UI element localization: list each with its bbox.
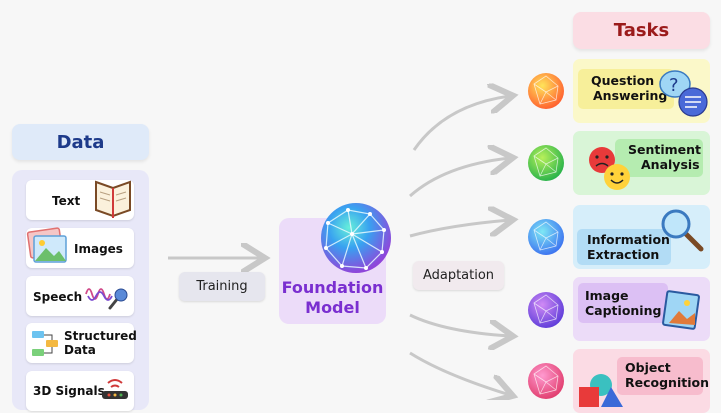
task-sphere-4 (528, 292, 564, 328)
task-sphere-2 (528, 145, 564, 181)
data-label-text: Text (52, 194, 81, 208)
data-header: Data (12, 124, 149, 160)
training-label: Training (179, 272, 265, 301)
foundation-model-line2: Model (305, 298, 360, 317)
foundation-model-line1: Foundation (281, 278, 384, 297)
task-card-information-extraction: Information Extraction (573, 205, 710, 269)
task-label-sa-2: Analysis (641, 157, 700, 172)
task-card-sentiment-analysis: Sentiment Analysis (573, 131, 710, 195)
tasks-header: Tasks (573, 12, 710, 49)
svg-text:?: ? (669, 75, 679, 96)
data-label-structured: Structured Data (64, 329, 137, 357)
adapt-arrow-1 (412, 96, 510, 151)
shapes-icon (579, 374, 623, 407)
sensor-icon (102, 379, 128, 399)
task-sphere-1 (528, 73, 564, 109)
flowchart-icon (32, 331, 58, 356)
adapt-arrow-2 (409, 158, 510, 198)
adaptation-label: Adaptation (413, 261, 504, 290)
task-label-or-1: Object (625, 360, 671, 375)
task-card-image-captioning: Image Captioning (573, 277, 710, 341)
adapt-arrow-3 (409, 220, 510, 238)
foundation-model-label: Foundation Model (279, 278, 386, 318)
data-label-images: Images (74, 242, 123, 256)
data-label-speech: Speech (33, 290, 83, 304)
images-icon (26, 227, 67, 263)
task-spheres-layer (528, 73, 564, 399)
data-label-3d: 3D Signals (33, 384, 105, 398)
microphone-icon (85, 288, 128, 310)
data-card-images: Images (26, 227, 134, 268)
task-label-qa-1: Question (591, 73, 655, 88)
task-label-ic-2: Captioning (585, 303, 662, 318)
adapt-arrow-4 (409, 313, 510, 336)
task-label-sa-1: Sentiment (628, 142, 702, 157)
foundation-model-sphere-icon (321, 203, 391, 273)
adapt-arrow-5 (409, 351, 510, 395)
data-card-speech: Speech (26, 276, 134, 316)
task-sphere-5 (528, 363, 564, 399)
task-card-object-recognition: Object Recognition (573, 349, 710, 413)
emoji-faces-icon (589, 147, 630, 190)
data-card-structured: Structured Data (26, 323, 137, 363)
magnifier-icon (661, 209, 704, 252)
task-label-qa-2: Answering (593, 88, 668, 103)
book-icon (95, 180, 131, 218)
picture-frame-icon (662, 290, 700, 330)
question-bubble-icon: ? (659, 70, 708, 117)
data-card-text: Text (26, 180, 134, 220)
task-card-question-answering: Question Answering ? (573, 59, 710, 123)
task-label-ie-1: Information (587, 232, 670, 247)
task-label-ic-1: Image (585, 288, 629, 303)
task-label-or-2: Recognition (625, 375, 709, 390)
task-sphere-3 (528, 219, 564, 255)
arrows-layer (168, 0, 721, 400)
task-label-ie-2: Extraction (587, 247, 660, 262)
